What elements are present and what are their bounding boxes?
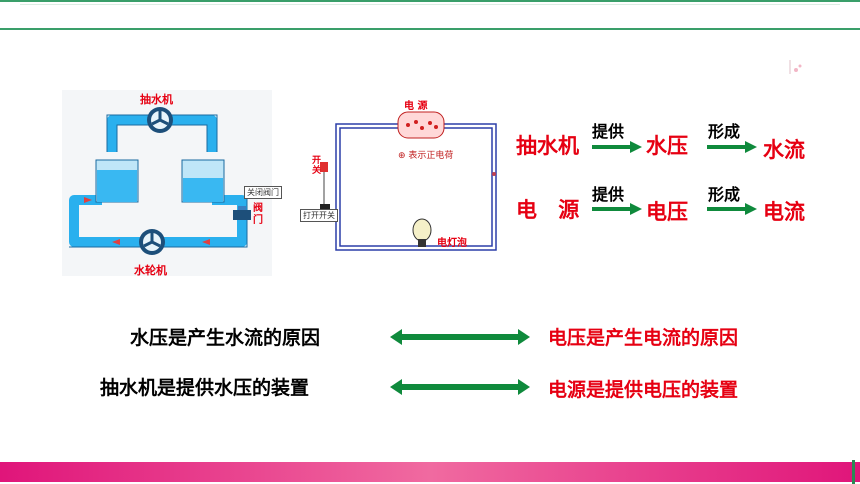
pump-label: 抽水机 <box>140 93 173 106</box>
positive-charge-note: ⊕ 表示正电荷 <box>398 151 454 161</box>
double-arrow-icon <box>390 379 530 395</box>
right-water-tank <box>181 159 225 203</box>
power-source-label: 电 源 <box>404 101 428 112</box>
left-water-tank <box>95 159 139 203</box>
double-arrow-icon <box>390 329 530 345</box>
battery-icon <box>397 111 445 139</box>
bulb-icon <box>412 218 432 247</box>
valve-label: 阀门 <box>253 203 263 226</box>
analogy-row1-verb1: 提供 <box>592 122 625 141</box>
comparison1-left: 水压是产生水流的原因 <box>130 327 321 349</box>
analogy-row2-middle: 电压 <box>646 200 688 224</box>
analogy-row1-middle: 水压 <box>646 134 688 158</box>
switch-label: 开关 <box>312 156 322 176</box>
comparison2-left: 抽水机是提供水压的装置 <box>100 377 310 399</box>
arrow-right-icon <box>707 203 757 215</box>
turbine-label: 水轮机 <box>134 264 167 277</box>
water-circuit-diagram <box>62 90 272 276</box>
valve-closed-label: 关闭阀门 <box>244 186 282 199</box>
water-turbine-icon <box>139 229 165 255</box>
analogy-row2-verb1: 提供 <box>592 185 625 204</box>
analogy-row1-result: 水流 <box>763 138 805 162</box>
analogy-row2-result: 电流 <box>763 200 805 224</box>
bulb-label: 电灯泡 <box>437 238 467 249</box>
analogy-row1-source: 抽水机 <box>516 134 579 158</box>
comparison1-right: 电压是产生电流的原因 <box>548 327 739 349</box>
water-pump-icon <box>147 107 173 133</box>
top-decor-bar <box>0 0 860 30</box>
analogy-row2-verb2: 形成 <box>708 185 741 204</box>
arrow-right-icon <box>592 203 642 215</box>
analogy-row2-source: 电 源 <box>516 198 580 222</box>
electric-circuit-diagram <box>320 111 497 251</box>
arrow-right-icon <box>707 141 757 153</box>
switch-open-label: 打开开关 <box>300 209 338 222</box>
analogy-row1-verb2: 形成 <box>708 122 741 141</box>
corner-decor-icon <box>789 60 802 74</box>
bottom-decor-bar <box>0 460 860 484</box>
comparison2-right: 电源是提供电压的装置 <box>548 379 739 401</box>
valve-icon <box>233 206 251 220</box>
arrow-right-icon <box>592 141 642 153</box>
